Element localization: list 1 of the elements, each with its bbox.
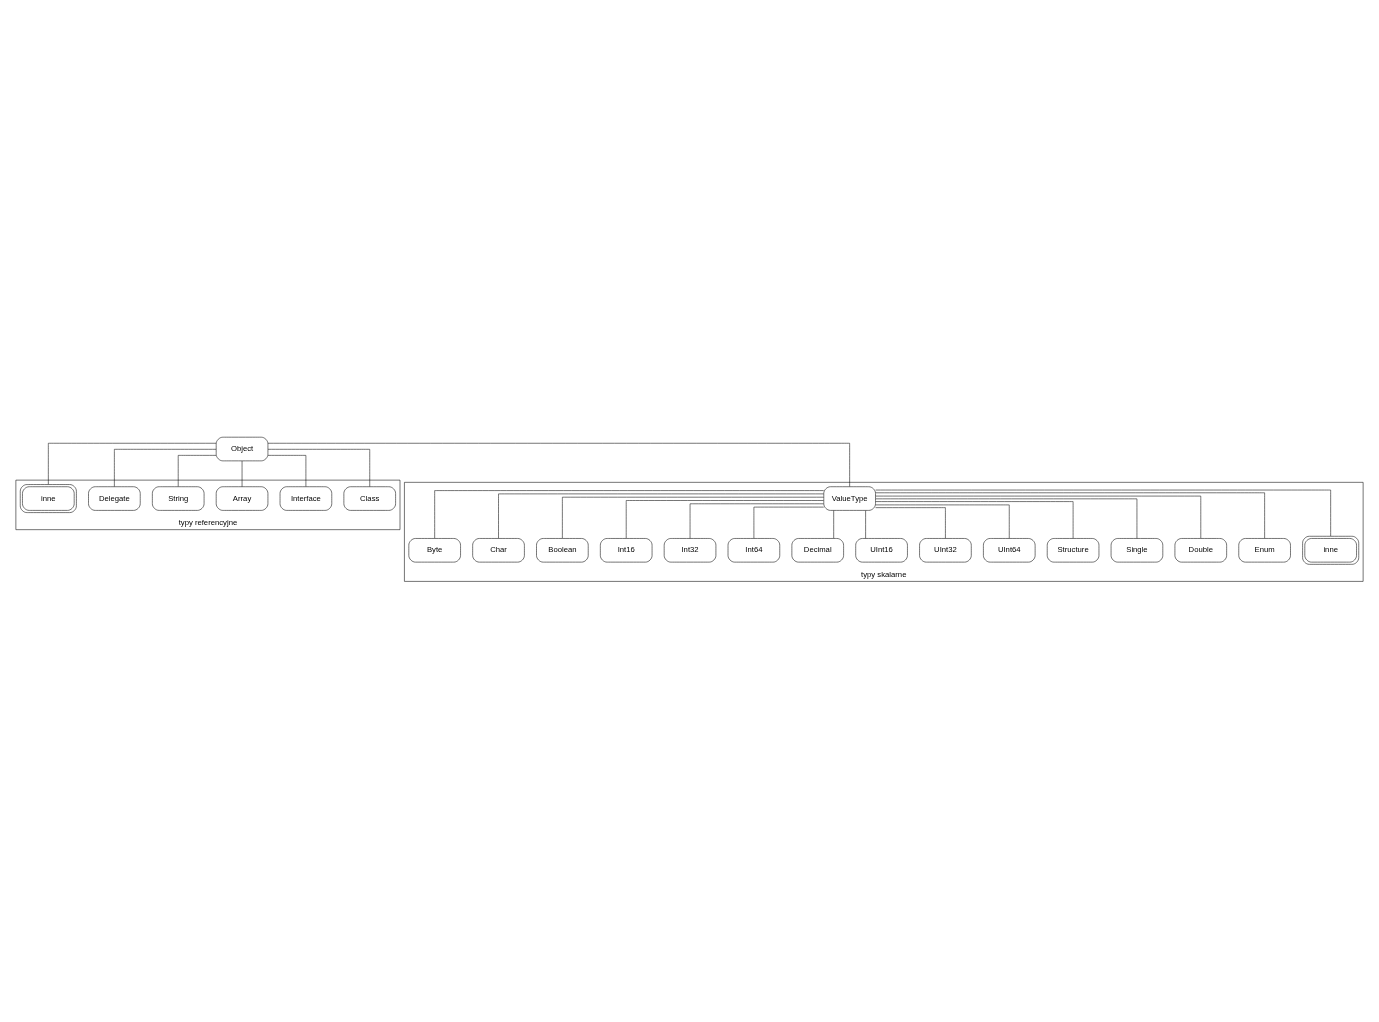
connector [267, 442, 850, 487]
